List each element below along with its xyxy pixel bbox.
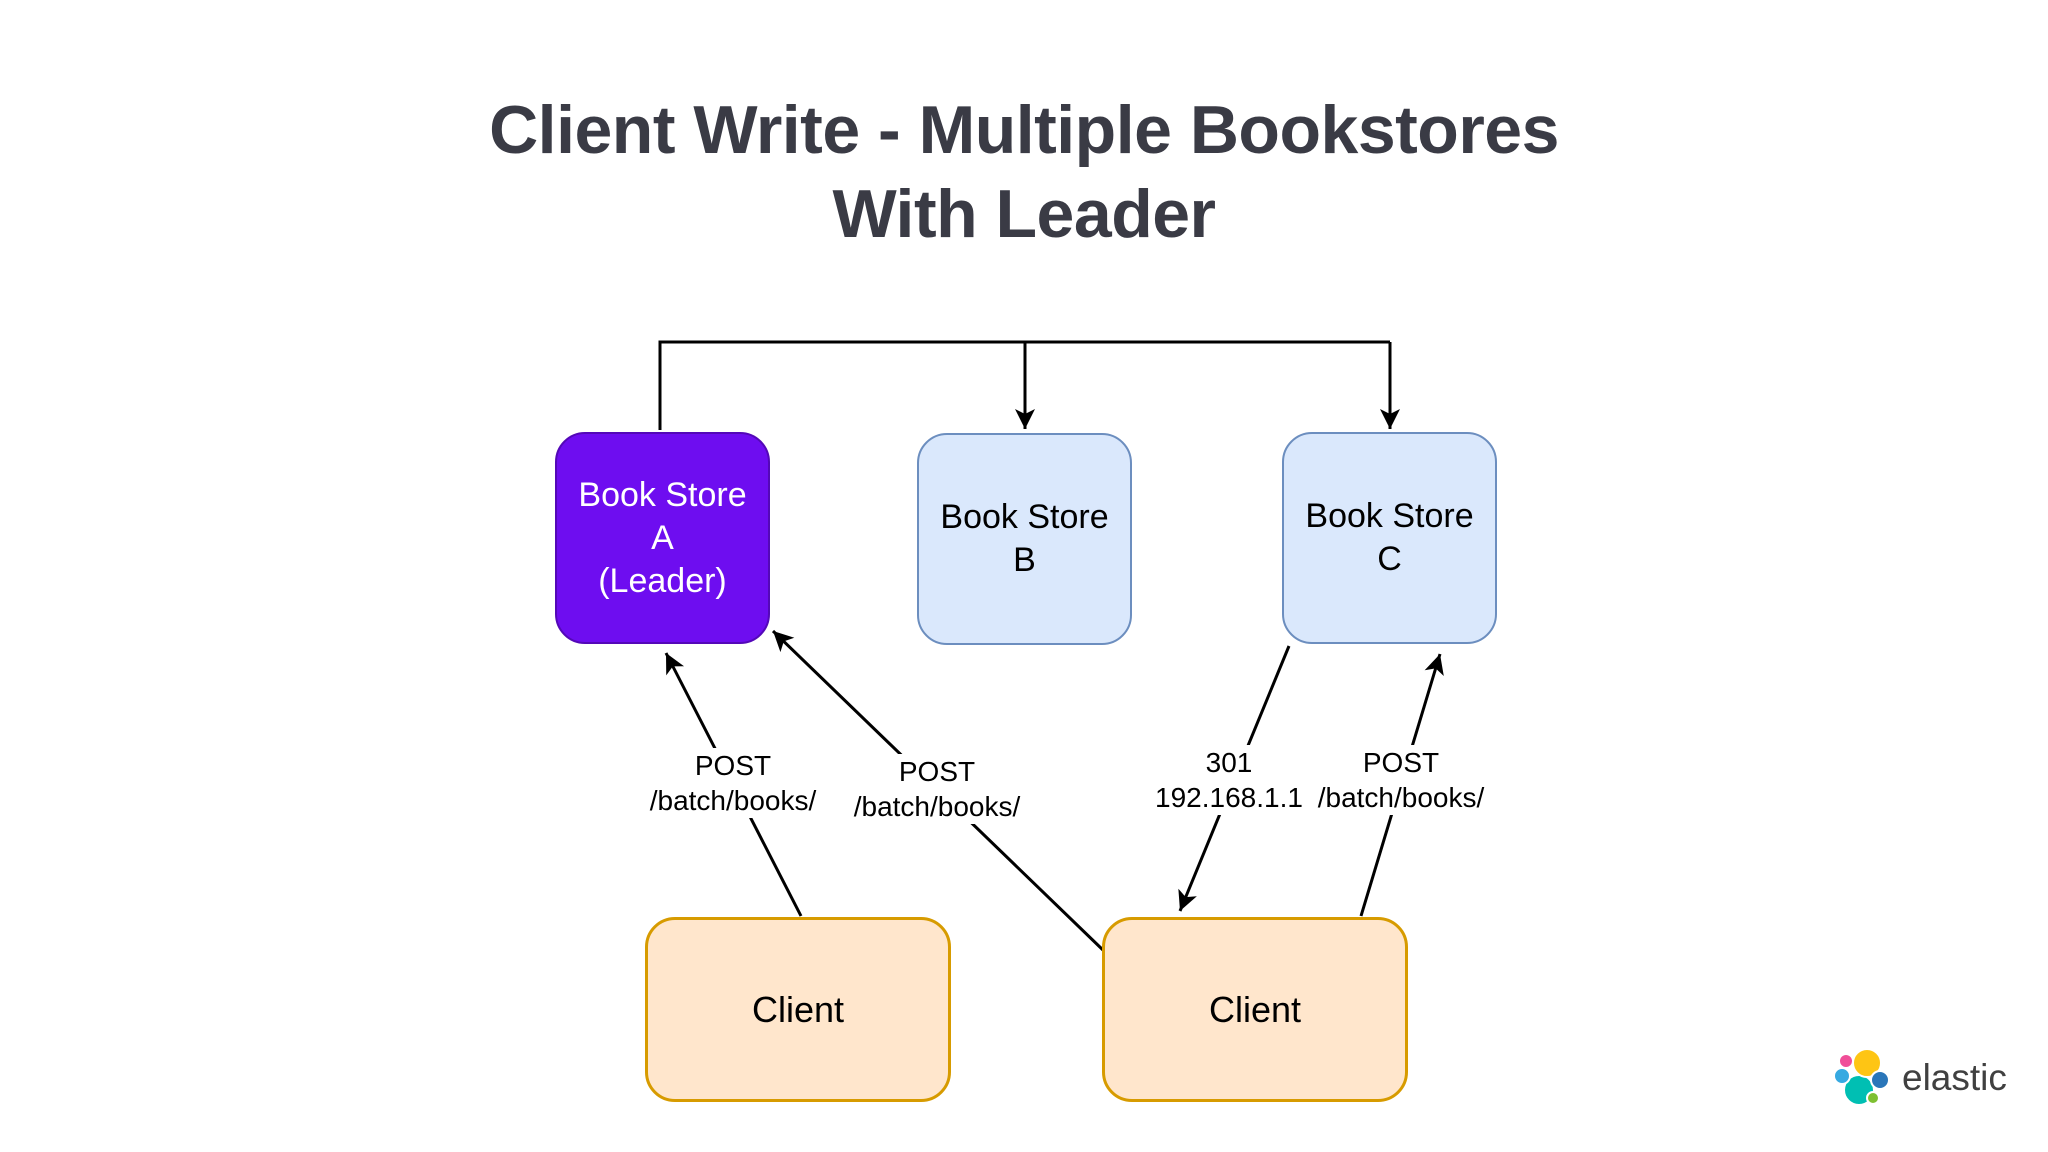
- node-book-store-b-letter: B: [1013, 541, 1036, 579]
- edge-label-301-redirect: 301 192.168.1.1: [1149, 745, 1309, 815]
- edge-tree-a-to-b-c: [658, 340, 1390, 430]
- node-book-store-b: Book Store B: [917, 433, 1132, 645]
- node-book-store-a-label: Book Store: [578, 475, 747, 514]
- edge-label-301-ip: 192.168.1.1: [1155, 782, 1303, 813]
- node-client-right: Client: [1102, 917, 1408, 1102]
- node-client-left-label: Client: [751, 988, 845, 1030]
- edge-label-post-left-path: /batch/books/: [649, 785, 817, 816]
- node-book-store-a-role: (Leader): [598, 561, 727, 600]
- node-book-store-b-label: Book Store: [940, 498, 1109, 536]
- node-book-store-a-letter: A: [651, 518, 674, 557]
- edge-label-301-code: 301: [1205, 747, 1253, 778]
- node-client-right-label: Client: [1208, 988, 1302, 1030]
- node-book-store-c-letter: C: [1377, 540, 1402, 578]
- edge-label-post-left-method: POST: [694, 750, 772, 781]
- page-title-line1: Client Write - Multiple Bookstores: [489, 92, 1559, 168]
- page-title-line2: With Leader: [832, 176, 1216, 252]
- elastic-logo: elastic: [1834, 1048, 2007, 1108]
- elastic-logo-text: elastic: [1902, 1057, 2007, 1098]
- edge-label-post-right: POST /batch/books/: [1311, 745, 1491, 815]
- node-book-store-a: Book Store A (Leader): [555, 432, 770, 644]
- page-title: Client Write - Multiple Bookstores With …: [0, 88, 2048, 256]
- edge-label-post-middle-path: /batch/books/: [853, 791, 1021, 822]
- node-book-store-c: Book Store C: [1282, 432, 1497, 644]
- edge-label-post-right-method: POST: [1362, 747, 1440, 778]
- edge-label-post-middle-method: POST: [898, 756, 976, 787]
- node-book-store-c-label: Book Store: [1305, 497, 1474, 535]
- edge-label-post-right-path: /batch/books/: [1317, 782, 1485, 813]
- edge-label-post-middle: POST /batch/books/: [847, 754, 1027, 824]
- elastic-logo-icon: [1834, 1048, 1890, 1106]
- node-client-left: Client: [645, 917, 951, 1102]
- edge-label-post-left: POST /batch/books/: [643, 748, 823, 818]
